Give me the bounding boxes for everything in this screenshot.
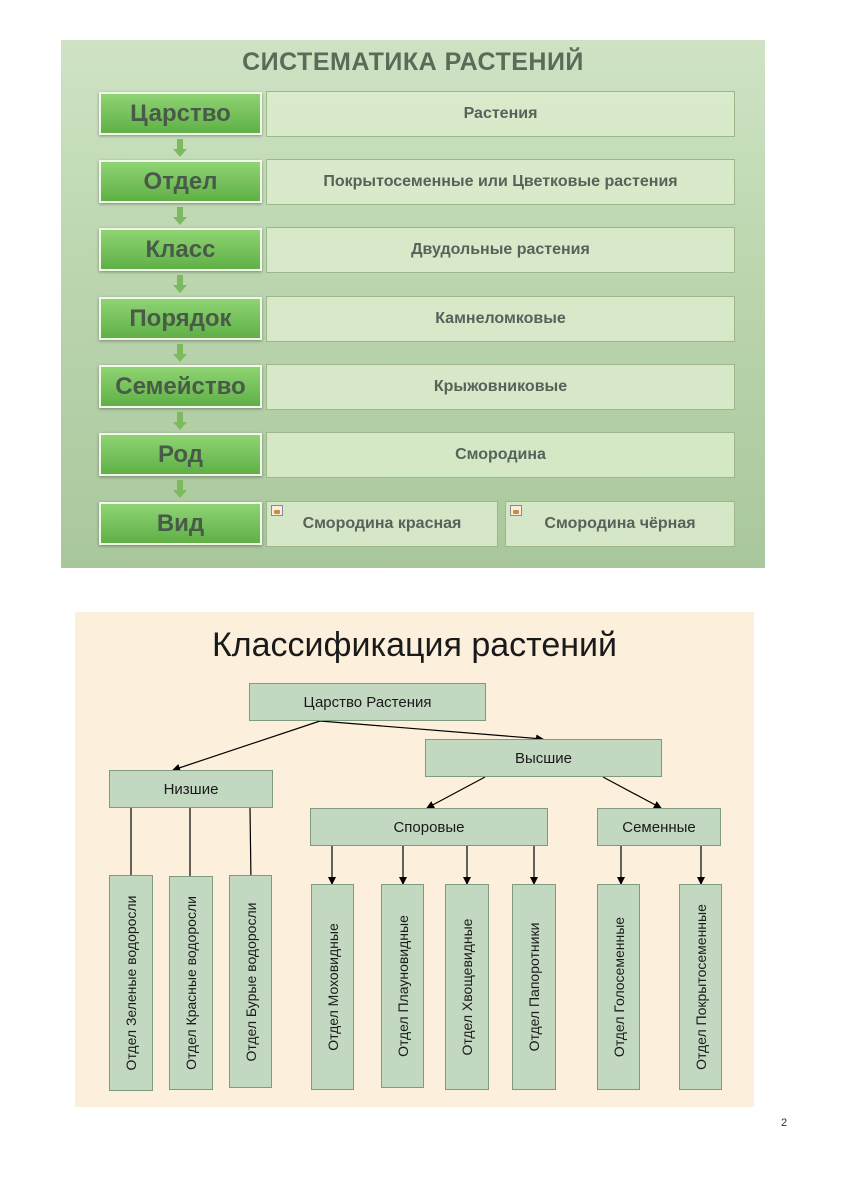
rank-genus: Род (99, 433, 262, 476)
systematics-title: СИСТЕМАТИКА РАСТЕНИЙ (242, 48, 584, 76)
node-spore-plants: Споровые (310, 808, 548, 846)
leaf-label: Отдел Папоротники (526, 922, 542, 1052)
down-arrow-icon (173, 480, 187, 498)
species-label: Смородина красная (302, 515, 462, 532)
species-red-currant: Смородина красная (266, 501, 498, 547)
leaf-label: Отдел Моховидные (324, 923, 341, 1051)
species-black-currant: Смородина чёрная (505, 501, 735, 547)
rank-species: Вид (99, 502, 262, 545)
leaf-angiosperms: Отдел Покрытосеменные (679, 884, 722, 1090)
plant-systematics-slide: СИСТЕМАТИКА РАСТЕНИЙ Царство Растения От… (61, 40, 765, 568)
leaf-label: Отдел Покрытосеменные (692, 904, 709, 1070)
leaf-ferns: Отдел Папоротники (512, 884, 556, 1090)
leaf-red-algae: Отдел Красные водоросли (169, 876, 213, 1090)
leaf-label: Отдел Хвощевидные (459, 918, 475, 1056)
rank-division: Отдел (99, 160, 262, 203)
node-seed-plants: Семенные (597, 808, 721, 846)
down-arrow-icon (173, 207, 187, 225)
node-plant-kingdom: Царство Растения (249, 683, 486, 721)
leaf-gymnosperms: Отдел Голосеменные (597, 884, 640, 1090)
rank-kingdom: Царство (99, 92, 262, 135)
value-genus: Смородина (266, 432, 735, 478)
page-number: 2 (781, 1117, 788, 1129)
value-class: Двудольные растения (266, 227, 735, 273)
value-family: Крыжовниковые (266, 364, 735, 410)
leaf-label: Отдел Плауновидные (394, 915, 411, 1057)
value-order: Камнеломковые (266, 296, 735, 342)
leaf-green-algae: Отдел Зеленые водоросли (109, 875, 153, 1091)
image-placeholder-icon (510, 505, 522, 516)
node-lower-plants: Низшие (109, 770, 273, 808)
rank-class: Класс (99, 228, 262, 271)
node-higher-plants: Высшие (425, 739, 662, 777)
leaf-label: Отдел Красные водоросли (183, 896, 199, 1070)
leaf-label: Отдел Голосеменные (610, 916, 627, 1058)
species-label: Смородина чёрная (544, 515, 696, 532)
leaf-horsetails: Отдел Хвощевидные (445, 884, 489, 1090)
leaf-label: Отдел Зеленые водоросли (123, 895, 139, 1071)
leaf-mosses: Отдел Моховидные (311, 884, 354, 1090)
classification-connectors (127, 720, 705, 885)
rank-family: Семейство (99, 365, 262, 408)
leaf-brown-algae: Отдел Бурые водоросли (229, 875, 272, 1088)
image-placeholder-icon (271, 505, 283, 516)
down-arrow-icon (173, 275, 187, 293)
down-arrow-icon (173, 412, 187, 430)
down-arrow-icon (173, 344, 187, 362)
leaf-lycophytes: Отдел Плауновидные (381, 884, 424, 1088)
classification-title: Классификация растений (211, 626, 618, 664)
plant-classification-slide: Классификация растений Царство Растения … (75, 612, 754, 1107)
rank-order: Порядок (99, 297, 262, 340)
down-arrow-icon (173, 139, 187, 157)
value-division: Покрытосеменные или Цветковые растения (266, 159, 735, 205)
leaf-label: Отдел Бурые водоросли (242, 902, 259, 1061)
value-kingdom: Растения (266, 91, 735, 137)
